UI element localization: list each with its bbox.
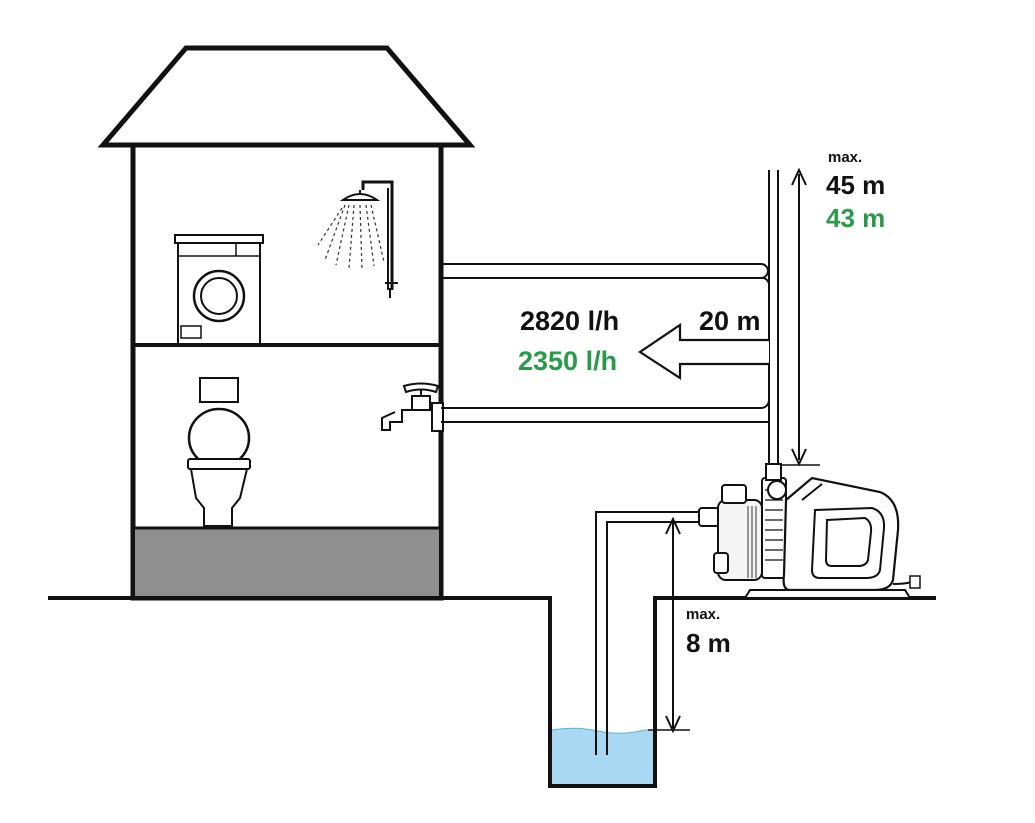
toilet-icon <box>187 377 251 527</box>
delivery-height-max-label: max. <box>828 149 863 166</box>
delivery-height-value: 45 m <box>826 170 886 200</box>
flow-distance-label: 20 m <box>699 306 761 336</box>
washing-machine-icon <box>174 234 264 345</box>
pump-icon <box>698 463 921 599</box>
water-surface <box>551 727 653 734</box>
shower-icon <box>317 180 398 298</box>
suction-pipe <box>595 511 700 755</box>
flow-rate-value: 2820 l/h <box>520 306 620 336</box>
suction-height-max-label: max. <box>686 606 721 623</box>
flow-rate-value-alt: 2350 l/h <box>518 346 618 376</box>
well-water <box>552 728 653 784</box>
ground-line <box>48 596 936 788</box>
suction-height-dimension <box>648 516 690 734</box>
delivery-height-dimension <box>776 167 820 467</box>
arrow-left-icon <box>638 322 769 381</box>
house-icon <box>97 45 476 601</box>
outdoor-tap-icon <box>381 382 444 432</box>
suction-height-value: 8 m <box>686 628 731 658</box>
supply-pipes <box>441 170 779 466</box>
delivery-height-value-alt: 43 m <box>826 203 886 233</box>
